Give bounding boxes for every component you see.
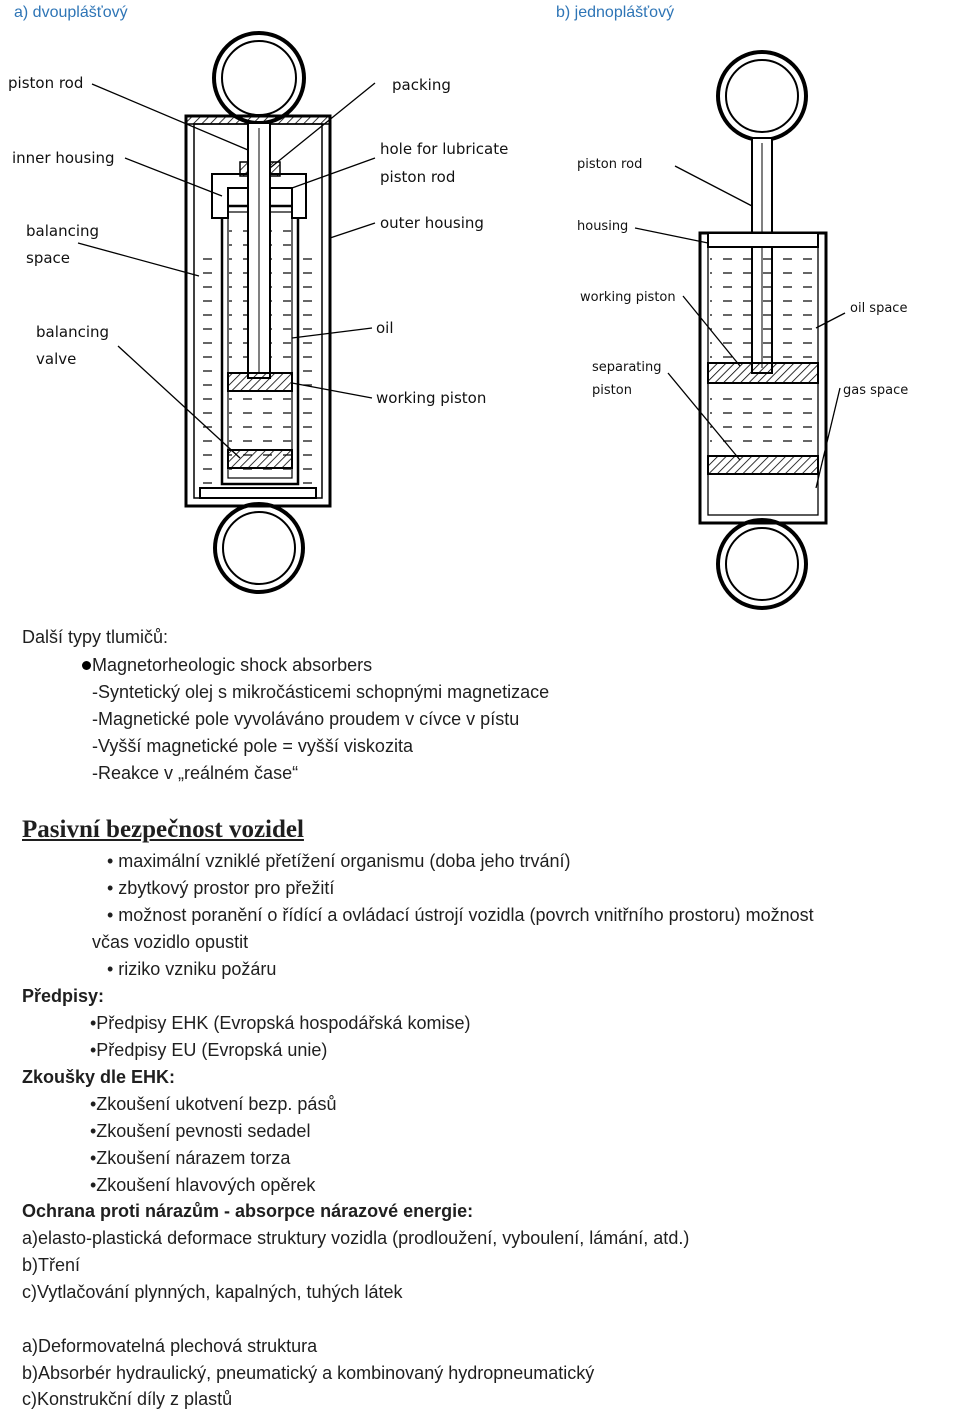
passive-item: • maximální vzniklé přetížení organismu …	[107, 851, 571, 871]
zkousky-item: •Zkoušení nárazem torza	[90, 1148, 291, 1168]
label-oil: oil	[376, 319, 394, 337]
label-balancing-valve-2: valve	[36, 350, 76, 368]
label-balancing-valve-1: balancing	[36, 323, 109, 341]
passive-item: • riziko vzniku požáru	[107, 959, 277, 979]
zkousky-item: •Zkoušení hlavových opěrek	[90, 1175, 316, 1195]
ochrana-item: b)Tření	[22, 1255, 81, 1275]
label-separating-piston-1: separating	[592, 360, 662, 375]
bullet-dot-icon	[82, 661, 91, 670]
label-balancing-space-2: space	[26, 249, 70, 267]
label-piston-rod-a: piston rod	[8, 74, 83, 92]
passive-item: • zbytkový prostor pro přežití	[107, 878, 335, 898]
absorb-item: c)Konstrukční díly z plastů	[22, 1389, 233, 1409]
label-inner-housing: inner housing	[12, 149, 115, 167]
zkousky-item: •Zkoušení ukotvení bezp. pásů	[90, 1094, 337, 1114]
zkousky-heading: Zkoušky dle EHK:	[22, 1067, 176, 1087]
label-piston-rod-b: piston rod	[577, 157, 642, 172]
predpisy-item: •Předpisy EHK (Evropská hospodářská komi…	[90, 1013, 471, 1033]
absorb-item: b)Absorbér hydraulický, pneumatický a ko…	[22, 1363, 595, 1383]
mono-tube-shock-absorber	[634, 50, 846, 610]
zkousky-item: •Zkoušení pevnosti sedadel	[90, 1121, 311, 1141]
label-hole-lubricate-2: piston rod	[380, 168, 455, 186]
label-packing: packing	[392, 76, 451, 94]
mr-line: -Magnetické pole vyvoláváno proudem v cí…	[92, 709, 520, 729]
ochrana-item: c)Vytlačování plynných, kapalných, tuhýc…	[22, 1282, 403, 1302]
predpisy-heading: Předpisy:	[22, 986, 105, 1006]
label-twin-tube: a) dvouplášťový	[14, 4, 128, 21]
ochrana-heading: Ochrana proti nárazům - absorpce nárazov…	[22, 1201, 474, 1221]
ochrana-item: a)elasto-plastická deformace struktury v…	[22, 1228, 690, 1248]
label-mono-tube: b) jednoplášťový	[556, 4, 675, 21]
mr-line: -Reakce v „reálném čase“	[92, 763, 299, 783]
absorb-item: a)Deformovatelná plechová struktura	[22, 1336, 318, 1356]
label-oil-space: oil space	[850, 301, 907, 316]
label-working-piston-a: working piston	[376, 389, 486, 407]
label-separating-piston-2: piston	[592, 383, 632, 398]
passive-safety-heading: Pasivní bezpečnost vozidel	[22, 816, 304, 843]
label-gas-space: gas space	[843, 383, 908, 398]
twin-tube-shock-absorber	[77, 31, 376, 594]
predpisy-item: •Předpisy EU (Evropská unie)	[90, 1040, 328, 1060]
shock-absorber-diagram: piston rod packing inner housing hole fo…	[8, 31, 908, 610]
mr-line: -Syntetický olej s mikročásticemi schopn…	[92, 682, 550, 702]
intro-line: Další typy tlumičů:	[22, 627, 169, 647]
label-housing: housing	[577, 219, 628, 234]
passive-item-cont: včas vozidlo opustit	[92, 932, 249, 952]
mr-bullet-item: Magnetorheologic shock absorbers	[22, 652, 372, 679]
passive-item: • možnost poranění o řídící a ovládací ú…	[107, 905, 814, 925]
label-working-piston-b: working piston	[580, 290, 676, 305]
mr-line: -Vyšší magnetické pole = vyšší viskozita	[92, 736, 413, 756]
label-outer-housing: outer housing	[380, 214, 484, 232]
mr-bullet-label: Magnetorheologic shock absorbers	[92, 655, 373, 675]
label-hole-lubricate-1: hole for lubricate	[380, 140, 508, 158]
label-balancing-space-1: balancing	[26, 222, 99, 240]
